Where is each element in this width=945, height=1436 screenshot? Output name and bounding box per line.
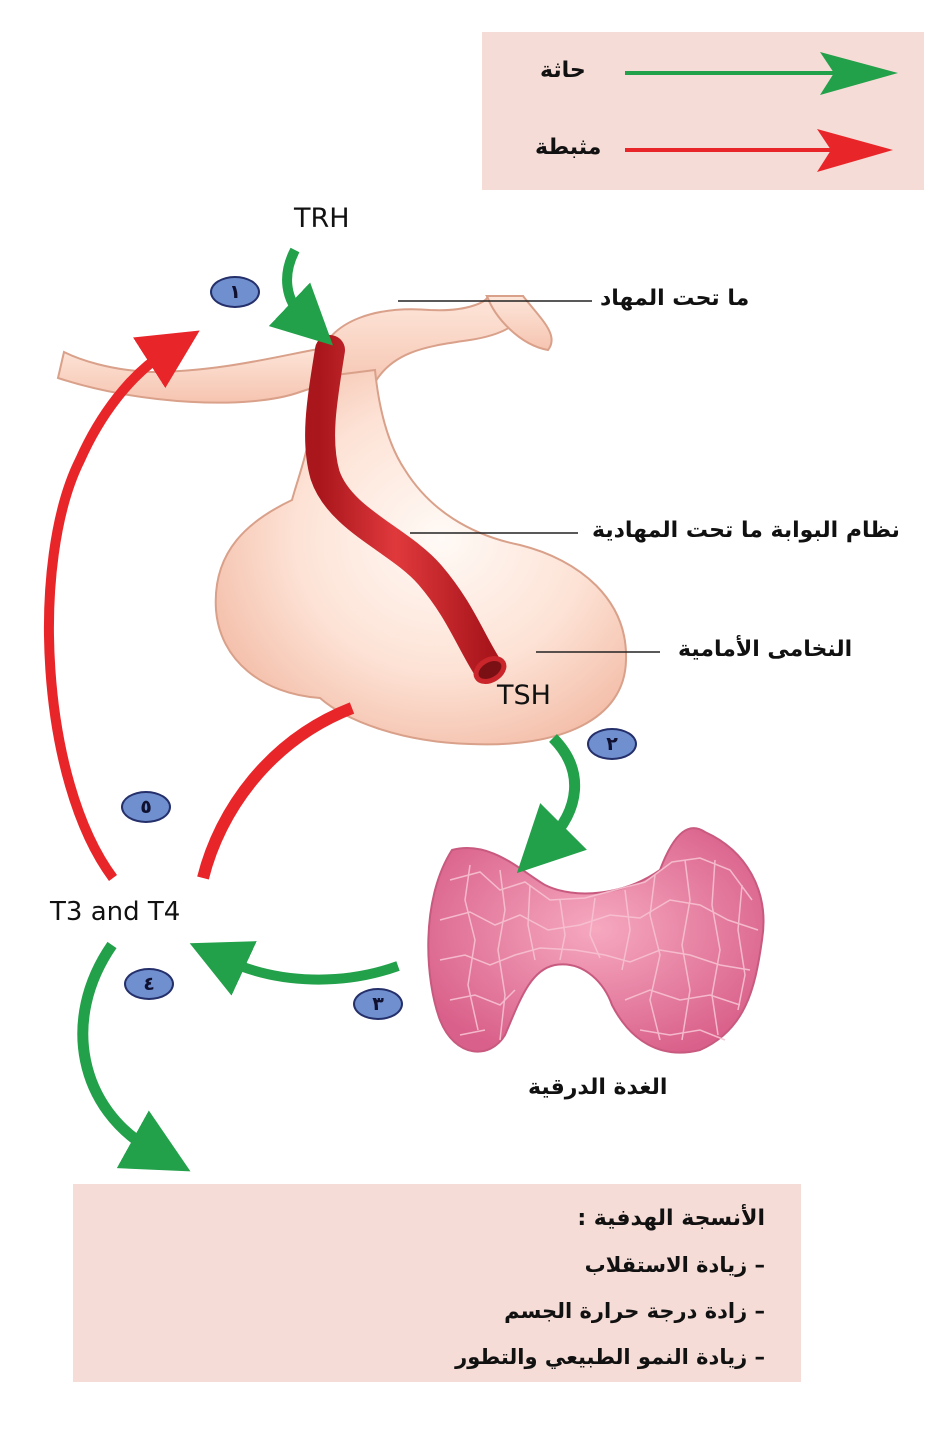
feedback-pituitary-arrow (197, 702, 355, 880)
trh-stimulatory-arrow (268, 247, 334, 346)
step-badge-5: ٥ (121, 791, 171, 823)
target-tissues-box (73, 1184, 801, 1382)
target-tissue-arrow (77, 941, 191, 1172)
feedback-hypothalamus-arrow (43, 330, 200, 881)
legend-stimulatory-label: حاثة (540, 58, 586, 83)
anterior-pituitary-label: النخامى الأمامية (678, 637, 853, 662)
hypothalamic-portal-vessel (305, 335, 507, 684)
legend-box (482, 32, 924, 190)
thyroid-output-arrow (189, 941, 400, 996)
step-badge-2: ٢ (587, 728, 637, 760)
target-effect-item: – زيادة الاستقلاب (584, 1253, 765, 1277)
target-tissues-list: الأنسجة الهدفية : – زيادة الاستقلاب – زا… (455, 1196, 765, 1380)
thyroid-label: الغدة الدرقية (528, 1075, 668, 1100)
thyroid-gland (427, 827, 765, 1054)
step-badge-3: ٣ (353, 988, 403, 1020)
target-tissues-title: الأنسجة الهدفية : (577, 1206, 765, 1231)
hypothalamus-label: ما تحت المهاد (600, 286, 750, 311)
tsh-stimulatory-arrow (516, 734, 587, 874)
trh-label: TRH (294, 203, 350, 234)
t3-t4-label: T3 and T4 (50, 897, 181, 927)
legend-inhibitory-label: مثبطة (535, 135, 602, 160)
portal-system-label: نظام البوابة ما تحت المهادية (592, 518, 900, 543)
tsh-label: TSH (497, 680, 551, 711)
step-badge-4: ٤ (124, 968, 174, 1000)
target-effect-item: – زادة درجة حرارة الجسم (504, 1299, 765, 1323)
step-badge-1: ١ (210, 276, 260, 308)
target-effect-item: – زيادة النمو الطبيعي والتطور (455, 1345, 765, 1369)
